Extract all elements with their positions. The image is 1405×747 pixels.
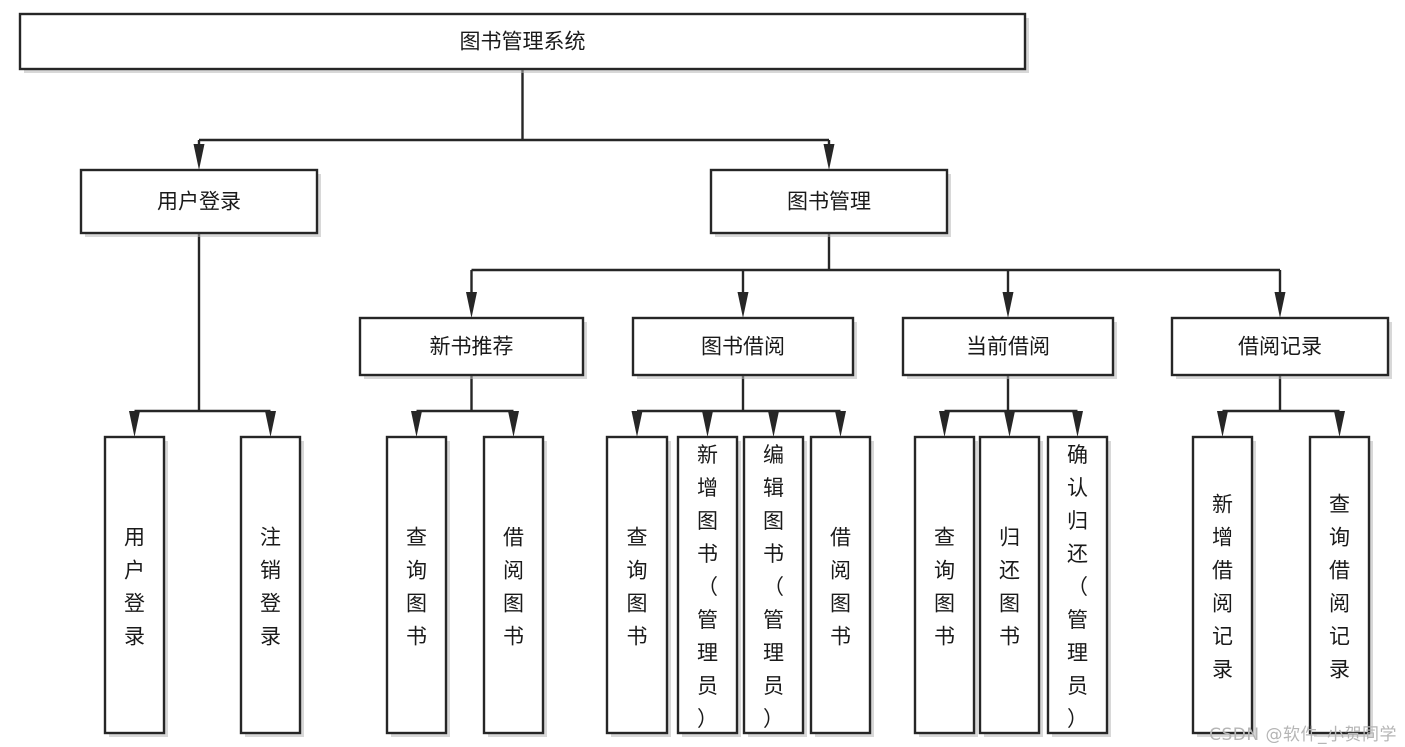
node-label-leaf-edit-book: 编辑图书（管理员） (763, 443, 784, 731)
connector-lines (129, 69, 1345, 437)
node-label-new-book-rec: 新书推荐 (430, 335, 514, 359)
node-book-borrow[interactable]: 图书借阅 (631, 316, 857, 379)
node-leaf-borrow-book-2[interactable]: 借阅图书 (809, 435, 874, 737)
arrowhead-book-borrow-leaf-1 (702, 411, 713, 437)
arrowhead-current-borrow-leaf-2 (1072, 411, 1083, 437)
node-leaf-return-book[interactable]: 归还图书 (978, 435, 1043, 737)
node-current-borrow[interactable]: 当前借阅 (901, 316, 1117, 379)
arrowhead-user-login-leaf-0 (129, 411, 140, 437)
arrowhead-current-borrow-leaf-0 (939, 411, 950, 437)
node-book-manage[interactable]: 图书管理 (709, 168, 951, 237)
node-label-leaf-add-book: 新增图书（管理员） (697, 443, 718, 731)
node-new-book-rec[interactable]: 新书推荐 (358, 316, 587, 379)
node-label-leaf-query-book-2: 查询图书 (627, 526, 648, 649)
arrowhead-borrow-record-leaf-1 (1334, 411, 1345, 437)
node-label-leaf-return-book: 归还图书 (999, 526, 1020, 649)
arrowhead-level3-0 (466, 292, 477, 318)
arrowhead-level3-2 (1002, 292, 1014, 318)
node-label-leaf-add-record: 新增借阅记录 (1212, 493, 1233, 682)
node-leaf-user-login[interactable]: 用户登录 (103, 435, 168, 737)
node-boxes: 图书管理系统用户登录图书管理新书推荐图书借阅当前借阅借阅记录用户登录注销登录查询… (18, 12, 1392, 737)
node-label-user-login: 用户登录 (157, 190, 241, 214)
node-leaf-logout-login[interactable]: 注销登录 (239, 435, 304, 737)
arrowhead-new-book-rec-leaf-0 (411, 411, 422, 437)
node-leaf-query-record[interactable]: 查询借阅记录 (1308, 435, 1373, 737)
node-label-root: 图书管理系统 (460, 30, 586, 54)
node-leaf-borrow-book-1[interactable]: 借阅图书 (482, 435, 547, 737)
node-user-login[interactable]: 用户登录 (79, 168, 321, 237)
node-root-system[interactable]: 图书管理系统 (18, 12, 1029, 73)
arrowhead-user-login (193, 144, 205, 170)
node-label-book-manage: 图书管理 (787, 190, 871, 214)
arrowhead-user-login-leaf-1 (265, 411, 276, 437)
watermark-label: CSDN @软件_小贺同学 (1209, 725, 1397, 745)
node-label-book-borrow: 图书借阅 (701, 335, 785, 359)
node-label-leaf-query-book-1: 查询图书 (406, 526, 427, 649)
node-label-borrow-record: 借阅记录 (1238, 335, 1322, 359)
node-leaf-add-book[interactable]: 新增图书（管理员） (676, 435, 741, 737)
arrowhead-level3-3 (1274, 292, 1286, 318)
node-label-leaf-confirm-return: 确认归还（管理员） (1067, 443, 1088, 731)
node-label-current-borrow: 当前借阅 (966, 335, 1050, 359)
node-leaf-add-record[interactable]: 新增借阅记录 (1191, 435, 1256, 737)
arrowhead-book-borrow-leaf-3 (835, 411, 846, 437)
node-label-leaf-borrow-book-1: 借阅图书 (503, 526, 524, 649)
arrowhead-book-manage (823, 144, 835, 170)
node-leaf-query-book-1[interactable]: 查询图书 (385, 435, 450, 737)
arrowhead-book-borrow-leaf-0 (631, 411, 643, 437)
node-borrow-record[interactable]: 借阅记录 (1170, 316, 1392, 379)
node-label-leaf-query-record: 查询借阅记录 (1329, 493, 1350, 682)
node-leaf-edit-book[interactable]: 编辑图书（管理员） (742, 435, 807, 737)
arrowhead-new-book-rec-leaf-1 (508, 411, 519, 437)
node-label-leaf-query-book-3: 查询图书 (934, 526, 955, 649)
arrowhead-level3-1 (737, 292, 749, 318)
node-leaf-query-book-3[interactable]: 查询图书 (913, 435, 978, 737)
arrowhead-borrow-record-leaf-0 (1217, 411, 1228, 437)
node-leaf-query-book-2[interactable]: 查询图书 (605, 435, 671, 737)
node-label-leaf-user-login: 用户登录 (124, 526, 145, 649)
arrowhead-book-borrow-leaf-2 (768, 411, 779, 437)
arrowhead-current-borrow-leaf-1 (1004, 411, 1015, 437)
node-label-leaf-logout-login: 注销登录 (260, 526, 281, 649)
node-label-leaf-borrow-book-2: 借阅图书 (830, 526, 851, 649)
node-leaf-confirm-return[interactable]: 确认归还（管理员） (1046, 435, 1111, 737)
